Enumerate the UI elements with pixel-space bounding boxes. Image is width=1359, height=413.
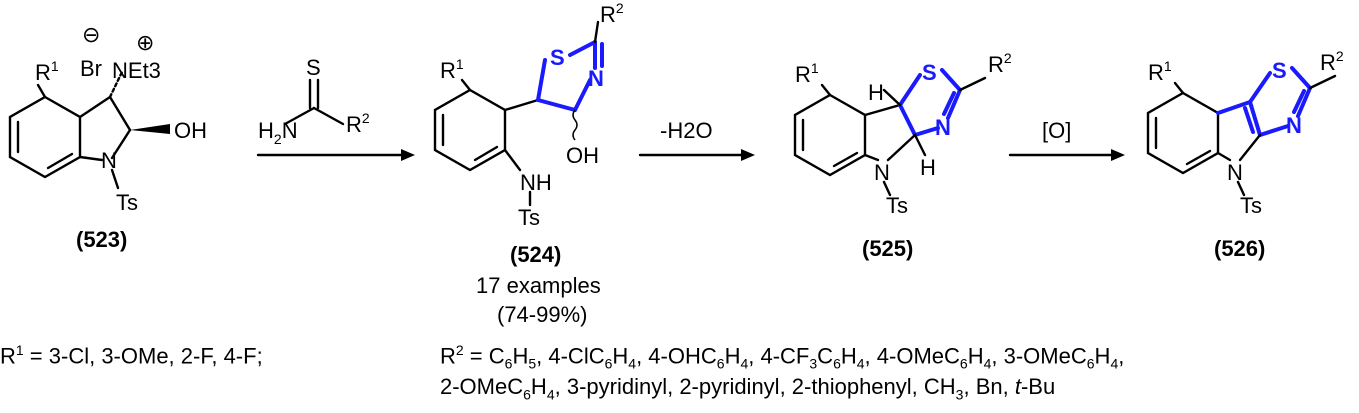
arrowhead-step-1 — [401, 149, 415, 161]
r2-substituents-line-2: 2-OMeC6H4, 3-pyridinyl, 2-pyridinyl, 2-t… — [440, 374, 1056, 403]
compound-id-524: (524) — [510, 242, 561, 267]
hydroxyl-label-523: OH — [174, 118, 207, 143]
compound-id-525: (525) — [862, 236, 913, 261]
sulfur-label-525: S — [922, 60, 937, 85]
r1-label-524: R1 — [440, 56, 464, 83]
yield-range: (74-99%) — [497, 302, 588, 327]
reagent-step-3: [O] — [1042, 118, 1071, 143]
r2-label-525: R2 — [988, 50, 1012, 77]
r2-substituents-line-1: R2 = C6H5, 4-ClC6H4, 4-OHC6H4, 4-CF3C6H4… — [440, 342, 1125, 372]
hydrogen-top-525: H — [868, 80, 884, 105]
nitrogen-label-525: N — [935, 115, 951, 140]
r1-label-525: R1 — [795, 60, 819, 87]
bromide-label: Br — [80, 56, 102, 81]
compound-525: R1 H H S N R2 N Ts (525) — [793, 50, 1012, 261]
nitrogen-label-526: N — [1227, 160, 1243, 185]
thioamide-reagent: S H2N R2 — [258, 55, 370, 147]
compound-523: R1 Br ⊖ ⊕ NEt3 OH N Ts (523) — [8, 22, 207, 252]
hydroxyl-label-524: OH — [566, 143, 599, 168]
nitrogen-label-525: N — [874, 160, 890, 185]
compound-id-526: (526) — [1214, 236, 1265, 261]
sulfur-label-526: S — [1272, 58, 1287, 83]
plus-charge: ⊕ — [136, 30, 154, 55]
r1-label-526: R1 — [1148, 58, 1172, 85]
nitrogen-label-524: N — [588, 66, 604, 91]
example-count: 17 examples — [476, 273, 601, 298]
nitrogen-label-523: N — [101, 148, 117, 173]
reagent-step-2: -H2O — [660, 118, 713, 143]
tosyl-label-523: Ts — [116, 190, 138, 215]
r2-label-526: R2 — [1320, 48, 1344, 75]
compound-524: R1 R2 S N OH NH Ts (524) — [433, 0, 624, 267]
tosyl-label-526: Ts — [1240, 193, 1262, 218]
arrowhead-step-3 — [1111, 149, 1125, 161]
compound-id-523: (523) — [76, 227, 127, 252]
hydrogen-bottom-525: H — [920, 155, 936, 180]
nh-label-524: NH — [520, 170, 552, 195]
ammonium-label: NEt3 — [112, 58, 161, 83]
r2-label-524: R2 — [600, 0, 624, 27]
tosyl-label-524: Ts — [518, 205, 540, 230]
tosyl-label-525: Ts — [886, 193, 908, 218]
nitrogen-label-526: N — [1286, 113, 1302, 138]
r1-substituents: R1 = 3-Cl, 3-OMe, 2-F, 4-F; — [0, 342, 263, 369]
reagent-r2: R2 — [346, 110, 370, 137]
reagent-amine: H2N — [258, 118, 298, 147]
compound-526: R1 S N R2 N Ts (526) — [1146, 48, 1344, 261]
r1-label-523: R1 — [35, 58, 59, 85]
minus-charge: ⊖ — [82, 22, 100, 47]
sulfur-label-524: S — [550, 45, 565, 70]
arrowhead-step-2 — [741, 149, 755, 161]
reagent-sulfur: S — [306, 55, 321, 80]
